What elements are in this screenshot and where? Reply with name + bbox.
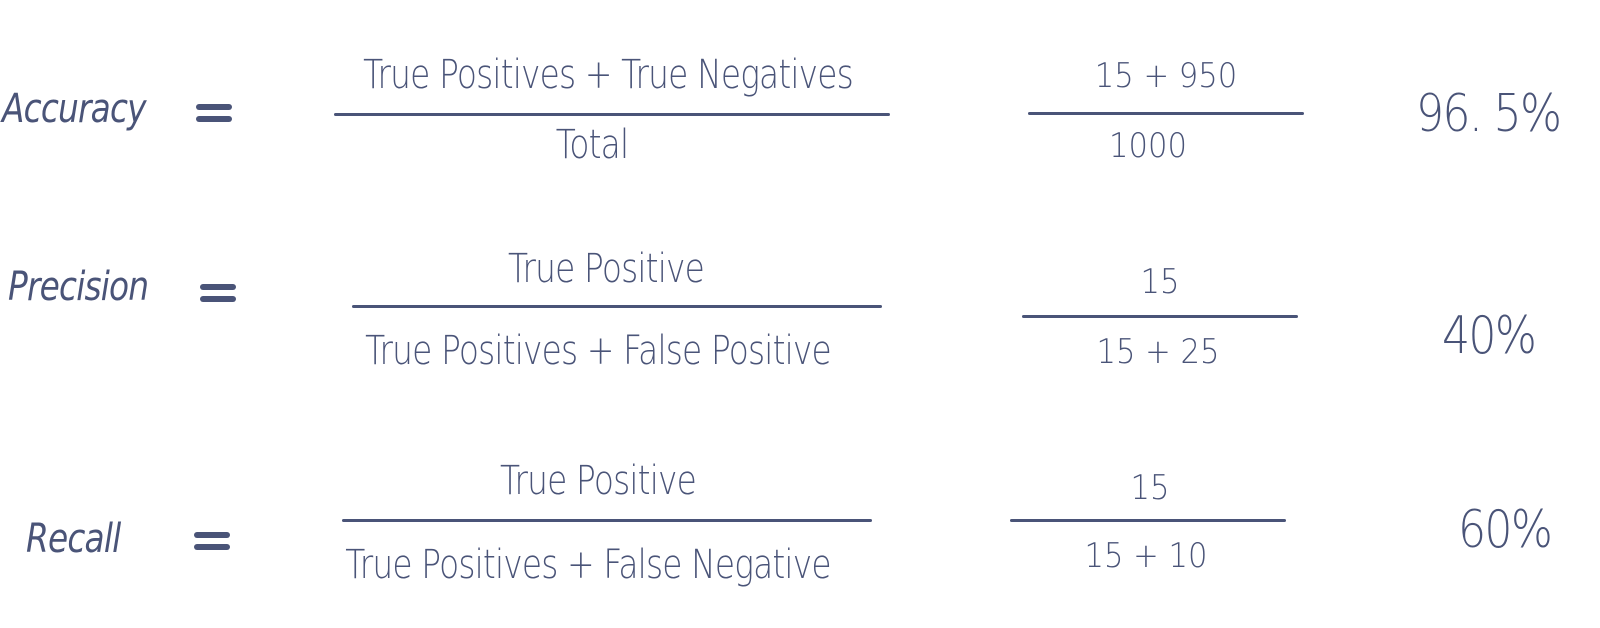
values-denominator: 1000: [1109, 126, 1187, 166]
values-fraction-bar: [1010, 519, 1286, 522]
formula-denominator: Total: [555, 122, 629, 168]
result-accuracy: 96. 5%: [1416, 84, 1562, 144]
values-denominator: 15 + 10: [1084, 536, 1208, 576]
metric-label-precision: Precision: [8, 264, 149, 310]
values-numerator: 15: [1130, 468, 1170, 508]
result-precision: 40%: [1442, 306, 1537, 366]
formula-numerator: True Positive: [508, 246, 705, 292]
formula-denominator: True Positives + False Negative: [345, 542, 831, 588]
fraction-bar: [342, 519, 872, 522]
values-numerator: 15 + 950: [1094, 56, 1238, 96]
metric-label-accuracy: Accuracy: [2, 86, 147, 132]
formula-numerator: True Positives + True Negatives: [363, 52, 854, 98]
values-numerator: 15: [1140, 262, 1180, 302]
values-denominator: 15 + 25: [1096, 332, 1220, 372]
equals-sign: [200, 284, 236, 302]
formula-denominator: True Positives + False Positive: [365, 328, 832, 374]
formula-numerator: True Positive: [500, 458, 697, 504]
equals-sign: [196, 104, 232, 122]
equals-sign: [194, 532, 230, 550]
values-fraction-bar: [1028, 112, 1304, 115]
fraction-bar: [334, 113, 890, 116]
values-fraction-bar: [1022, 315, 1298, 318]
result-recall: 60%: [1458, 500, 1553, 560]
fraction-bar: [352, 305, 882, 308]
metric-label-recall: Recall: [26, 516, 121, 562]
